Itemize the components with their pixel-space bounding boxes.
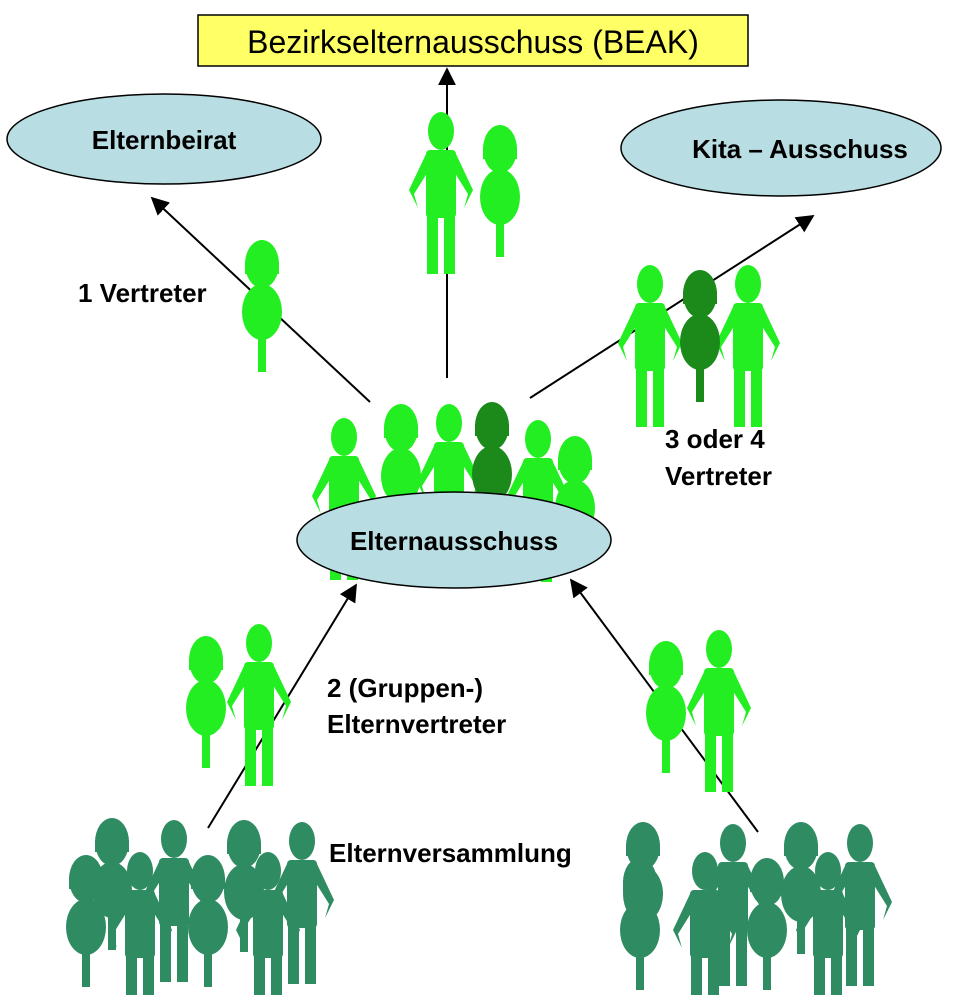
arrow-icon (529, 215, 815, 399)
person-icon (186, 636, 226, 768)
group-reps-right (646, 630, 751, 792)
beak-delegates (409, 112, 520, 274)
group-reps-label-2: Elternvertreter (327, 709, 506, 739)
elternbeirat-ellipse (6, 93, 322, 185)
elternbeirat-delegate (242, 240, 282, 372)
person-icon (66, 855, 106, 987)
elternbeirat-label: Elternbeirat (92, 125, 237, 155)
group-reps-label-1: 2 (Gruppen-) (327, 673, 483, 703)
person-icon (687, 630, 751, 792)
three-four-label-2: Vertreter (665, 461, 772, 491)
beak-box-rect (197, 14, 749, 67)
person-icon (716, 265, 780, 427)
person-icon (227, 624, 291, 786)
kita-ausschuss-label: Kita – Ausschuss (692, 134, 908, 164)
assembly-label: Elternversammlung (329, 838, 572, 868)
person-icon (242, 240, 282, 372)
person-icon (747, 858, 787, 990)
elternbeirat-node: Elternbeirat (6, 93, 322, 185)
person-icon (188, 855, 228, 987)
three-four-label-1: 3 oder 4 (665, 424, 765, 454)
elternausschuss-label: Elternausschuss (350, 526, 558, 556)
elternausschuss-ellipse (296, 491, 612, 589)
one-rep-label: 1 Vertreter (78, 278, 207, 308)
person-icon (409, 112, 473, 274)
group-reps-left (186, 624, 291, 786)
person-icon (618, 265, 682, 427)
elternausschuss-node: Elternausschuss (296, 491, 612, 589)
arrow-icon (207, 583, 357, 829)
assembly-left (66, 818, 334, 995)
kita-ausschuss-node: Kita – Ausschuss (620, 99, 942, 197)
beak-box: Bezirkselternausschuss (BEAK) (197, 14, 749, 67)
person-icon (680, 270, 720, 402)
person-icon (620, 858, 660, 990)
person-icon (646, 641, 686, 773)
kita-ausschuss-ellipse (620, 99, 942, 197)
beak-label: Bezirkselternausschuss (BEAK) (247, 24, 699, 60)
assembly-right (620, 822, 892, 995)
person-icon (480, 125, 520, 257)
kita-delegates (618, 265, 780, 427)
